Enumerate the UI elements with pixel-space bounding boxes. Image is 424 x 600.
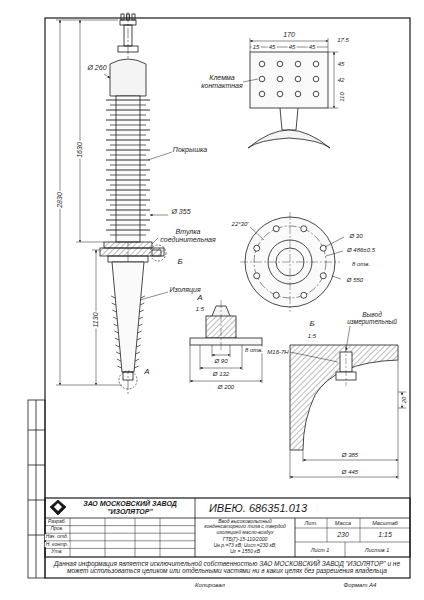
footer-note: Формат А4 [343,582,378,589]
dimension: 1630 [76,141,84,159]
scale-value: 1:15 [377,531,393,539]
dimension-lines [56,20,172,385]
document-code: ИВЕЮ. 686351.013 [208,502,308,515]
part-name: Втулка соединительная [158,228,218,244]
ownership-note: Данная информация является исключительно… [45,560,409,575]
dimension: Ø 132 [212,371,230,378]
product-title: ГТБ(Г)-15-110/2000 [222,537,268,543]
dimension: Ø 445 [341,469,359,476]
dimension: 45 [308,44,317,51]
dimension: Ø 355 [170,208,191,216]
stamp-field: Н. контр. [45,542,70,548]
dimension: Ø 200 [217,384,235,391]
mass-value: 230 [336,531,350,539]
dimension: 2830 [56,191,64,209]
dimension: Ø 486±0.5 [346,247,376,254]
dimension: Ø 550 [346,277,364,284]
view-letter: Б [308,319,315,328]
side-stamp [28,400,45,578]
stamp-field: Разраб. [47,519,67,525]
title-block [45,498,410,557]
scale: 1:5 [307,333,317,340]
stamp-field: Пров. [49,527,64,533]
dimension: Ø 30 [348,233,363,240]
part-name: Покрышка [172,146,208,154]
part-name: Клемма контактная [200,74,244,90]
product-title: Uн.р.=73 кВ; Uисп.=230 кВ; [212,543,277,549]
scale: 1:5 [195,306,205,313]
stamp-field: Лист 1 [310,546,331,552]
footer-note: Копировал [194,582,226,589]
dimension: 170 [282,31,296,39]
dimension: 22°30' [231,221,250,228]
dimension: 8 отв. [351,261,371,268]
dimension: 45 [337,61,346,68]
dimension: 1130 [92,311,100,328]
part-name: Вывод измерительный [344,311,400,326]
dimension: 20 [401,396,408,405]
bushing-view [100,12,166,394]
stamp-field: Масса [334,520,352,526]
company-name: "ИЗОЛЯТОР" [106,508,154,516]
dimension: Ø 260 [86,64,107,72]
terminal-detail [243,38,338,148]
flange-view [240,212,344,312]
view-letter: А [143,367,150,376]
dimension: 45 [268,44,277,51]
dimension: 17.5 [336,37,350,44]
stamp-field: Листов 1 [364,546,391,552]
dimension: 15 [252,44,261,51]
detail-b [290,326,406,479]
dimension: 42 [337,77,346,84]
dimension: M16-7H [266,349,289,356]
company-name: ЗАО МОСКОВСКИЙ ЗАВОД [82,500,178,508]
dimension: Ø 385 [341,452,359,459]
stamp-field: Лит. [304,520,319,526]
product-title: Uг = 1550 кВ [229,549,261,555]
sheet-frame [45,18,410,578]
dimension: 45 [288,44,297,51]
view-letter: Б [176,257,183,266]
product-title: Ввод высоковольтный конденсаторного типа… [197,519,293,536]
dimension: Ø 90 [213,358,228,365]
stamp-field: Масштаб [371,520,399,526]
dimension: 8 отв. [244,347,264,354]
stamp-field: Утв. [50,549,63,555]
detail-a [190,300,262,383]
view-letter: А [196,293,203,302]
stamp-field: Нач. отд. [45,534,69,540]
dimension: 110 [339,91,346,103]
